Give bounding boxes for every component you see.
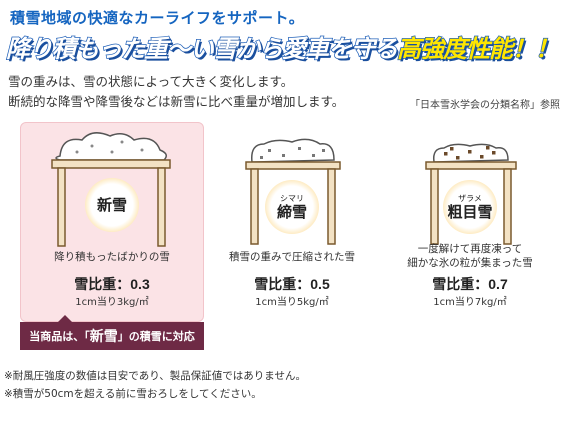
tag-strong: 新雪	[89, 329, 118, 345]
snow-description-line2: 細かな氷の粒が集まった雪	[407, 257, 533, 269]
product-support-tag: 当商品は、「新雪」の積雪に対応	[20, 322, 204, 350]
snow-description: 積雪の重みで圧縮された雪	[202, 250, 382, 264]
carport-illustration-icon	[245, 138, 341, 245]
intro-text: 雪の重みは、雪の状態によって大きく変化します。 断続的な降雪や降雪後などは新雪に…	[8, 72, 344, 112]
snow-card-compacted: シマリ 締雪 積雪の重みで圧縮された雪 雪比重：0.5 1cm当り5kg/㎡	[202, 128, 382, 318]
footnote-2: ※積雪が50cmを超える前に雪おろしをしてください。	[4, 388, 262, 400]
snow-description-line1: 一度解けて再度凍って	[417, 243, 523, 255]
snow-type-badge: 新雪	[85, 178, 139, 232]
snow-description-line1: 積雪の重みで圧縮された雪	[229, 251, 355, 263]
carport-illustration-icon	[425, 143, 517, 245]
heading-highlight-text: 高強度性能！！	[396, 34, 560, 64]
snow-type-ruby: シマリ	[280, 193, 304, 203]
intro-line1: 雪の重みは、雪の状態によって大きく変化します。	[8, 74, 294, 89]
intro-line2: 断続的な降雪や降雪後などは新雪に比べ重量が増加します。	[8, 94, 345, 109]
carport-illustration-icon	[51, 132, 171, 247]
snow-type-name: 新雪	[96, 196, 127, 214]
snow-description: 一度解けて再度凍って 細かな氷の粒が集まった雪	[380, 242, 560, 270]
footnote-1: ※耐風圧強度の数値は目安であり、製品保証値ではありません。	[4, 370, 306, 382]
snow-description-line1: 降り積もったばかりの雪	[54, 251, 170, 263]
snow-type-name: 締雪	[276, 202, 307, 221]
snow-gravity-ratio: 雪比重：0.7	[432, 276, 508, 292]
snow-weight-per-cm: 1cm当り7kg/㎡	[433, 297, 507, 308]
heading-line2: 降り積もった重〜い雪から愛車を守る高強度性能！！	[5, 29, 560, 64]
snow-weight-per-cm: 1cm当り5kg/㎡	[255, 297, 329, 308]
snow-card-granular: ザラメ 粗目雪 一度解けて再度凍って 細かな氷の粒が集まった雪 雪比重：0.7 …	[380, 128, 560, 318]
snow-gravity-ratio: 雪比重：0.5	[254, 276, 330, 292]
heading-main-text: 降り積もった重〜い雪から愛車を守る	[5, 34, 399, 64]
snow-description: 降り積もったばかりの雪	[22, 250, 202, 264]
snow-type-ruby: ザラメ	[458, 193, 482, 203]
snow-type-badge: シマリ 締雪	[265, 180, 319, 234]
snow-card-new: 新雪 降り積もったばかりの雪 雪比重：0.3 1cm当り3kg/㎡	[22, 128, 202, 318]
tag-pointer	[58, 315, 72, 322]
snow-type-name: 粗目雪	[447, 202, 493, 221]
tag-suffix: 」の積雪に対応	[117, 330, 195, 343]
snow-weight-per-cm: 1cm当り3kg/㎡	[75, 297, 149, 308]
heading-line1: 積雪地域の快適なカーライフをサポート。	[10, 9, 305, 27]
tag-prefix: 当商品は、「	[29, 330, 90, 343]
snow-type-badge: ザラメ 粗目雪	[443, 180, 497, 234]
reference-note: 「日本雪氷学会の分類名称」参照	[410, 100, 560, 111]
snow-gravity-ratio: 雪比重：0.3	[74, 276, 150, 292]
